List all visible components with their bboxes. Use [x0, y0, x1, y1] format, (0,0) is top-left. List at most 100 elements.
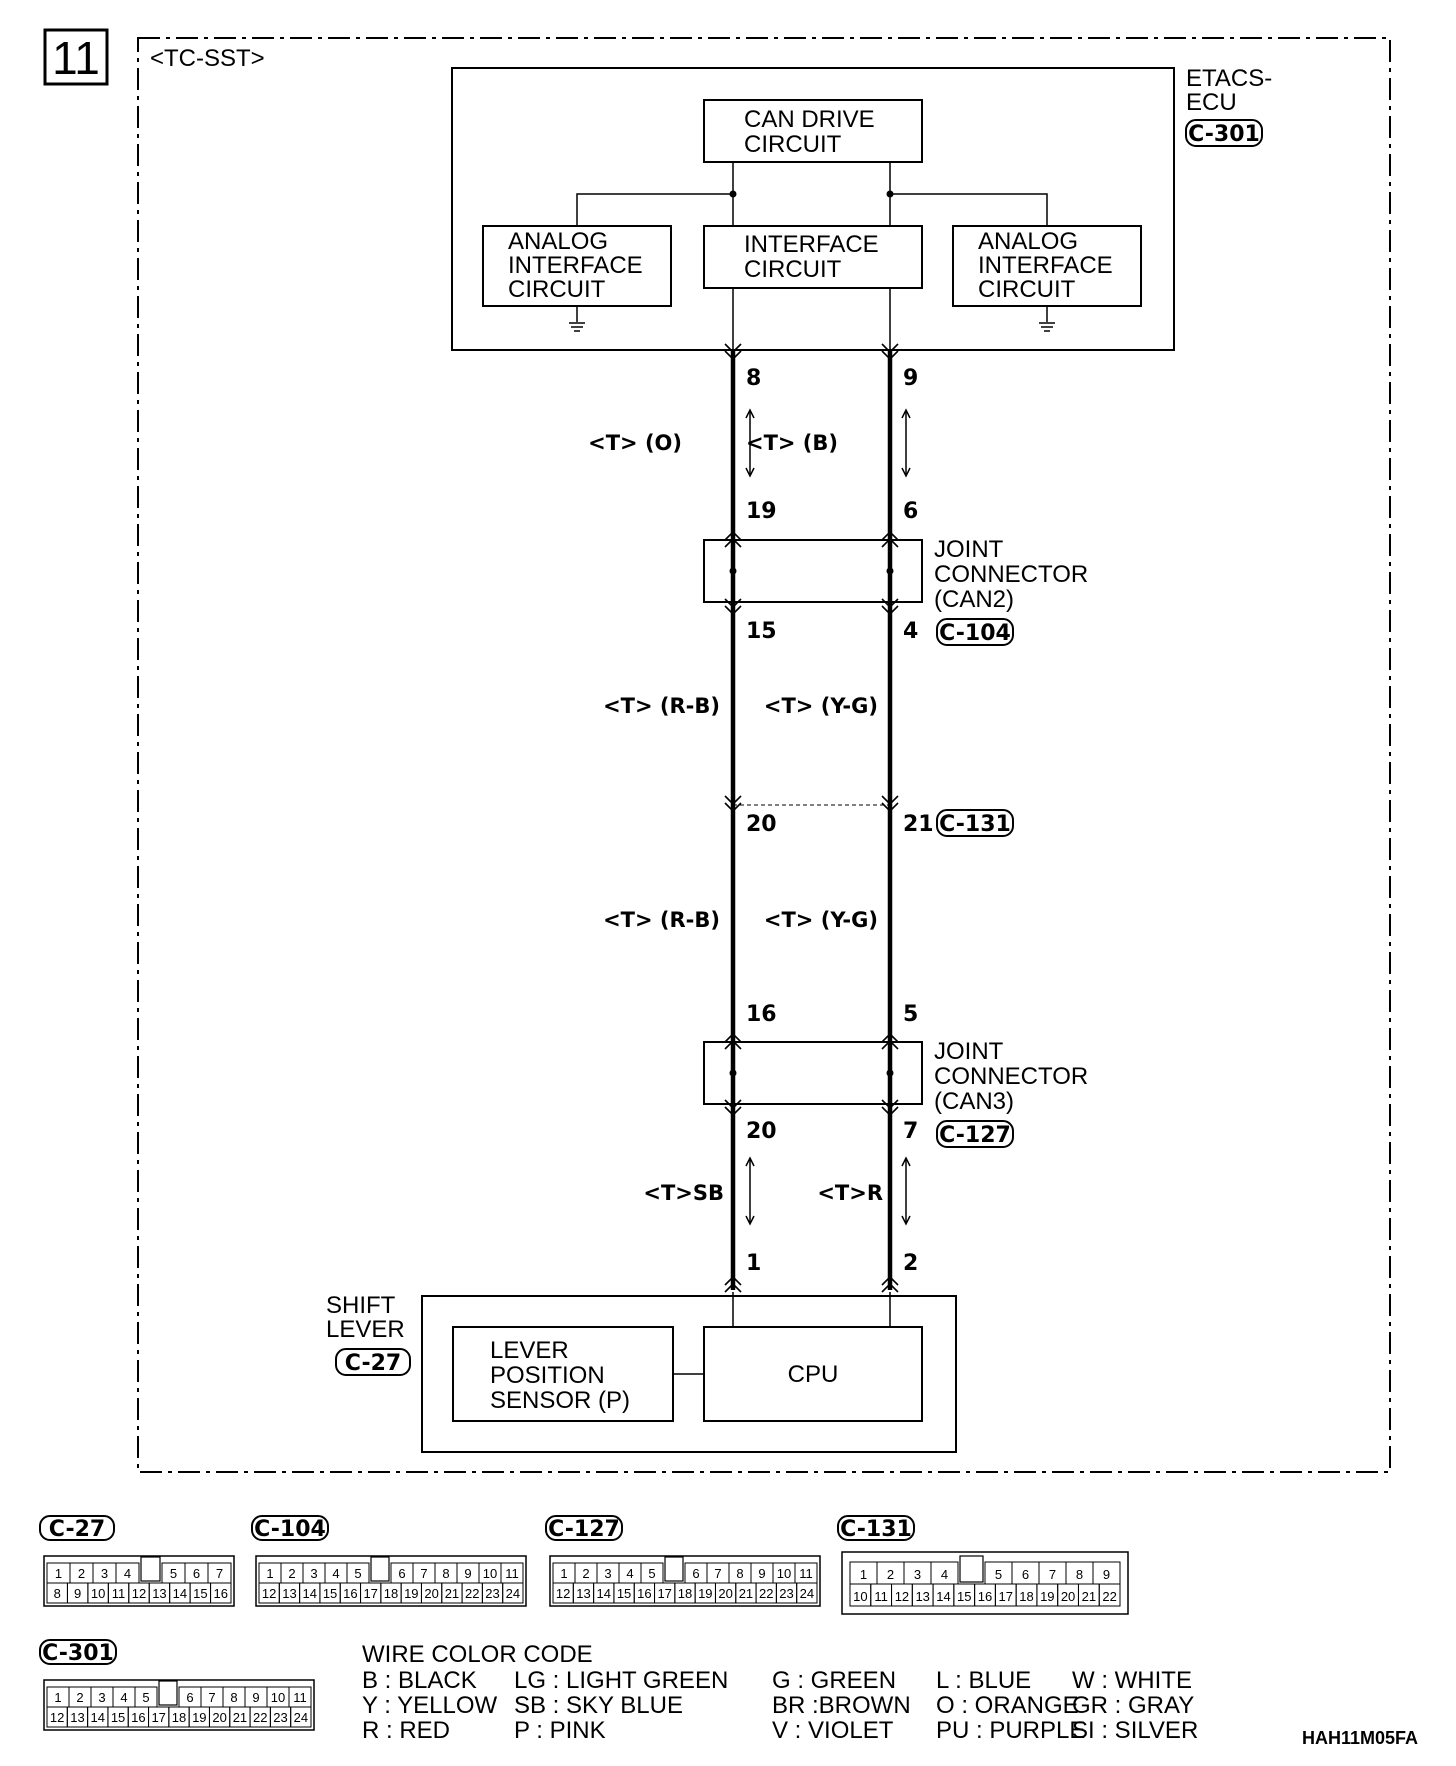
legend-entry: W : WHITE	[1072, 1667, 1192, 1694]
pin-number: 14	[936, 1589, 950, 1604]
pin-number: 6	[1022, 1567, 1029, 1582]
pin-cell	[288, 1686, 312, 1708]
pin-number: 1	[860, 1567, 867, 1582]
pin-number: 24	[294, 1710, 308, 1725]
pin-number: 15	[111, 1710, 125, 1725]
interface-circuit-box	[703, 225, 923, 289]
connector-key	[959, 1555, 984, 1583]
analog-left-label-1: ANALOG	[508, 228, 608, 255]
pin-number: 10	[777, 1566, 791, 1581]
jc3-label-2: CONNECTOR	[934, 1063, 1088, 1090]
can-drive-label-2: CIRCUIT	[744, 131, 842, 158]
pin-number: 23	[485, 1586, 499, 1601]
pin-number: 20	[212, 1710, 226, 1725]
pin-number: 6	[193, 1566, 200, 1581]
pin-number: 22	[465, 1586, 479, 1601]
etacs-ecu-box	[451, 67, 1175, 351]
pin-etacs-8: 8	[746, 366, 761, 391]
interface-label-1: INTERFACE	[744, 231, 879, 258]
pin-number: 13	[70, 1710, 84, 1725]
pin-number: 19	[192, 1710, 206, 1725]
wire-color-seg4-left: <T>SB	[643, 1181, 724, 1205]
pin-cell	[115, 1562, 140, 1584]
pin-number: 21	[445, 1586, 459, 1601]
pin-number: 8	[230, 1690, 237, 1705]
can-drive-circuit-box	[703, 99, 923, 163]
pin-number: 17	[363, 1586, 377, 1601]
pin-number: 23	[273, 1710, 287, 1725]
pin-number: 2	[288, 1566, 295, 1581]
pin-number: 3	[101, 1566, 108, 1581]
pin-number: 21	[1082, 1589, 1096, 1604]
c104-view-name: C-104	[254, 1517, 326, 1542]
pin-number: 12	[895, 1589, 909, 1604]
legend-entry: G : GREEN	[772, 1667, 896, 1694]
pin-number: 22	[253, 1710, 267, 1725]
cpu-label: CPU	[788, 1361, 839, 1388]
jc2-connector-badge	[936, 618, 1014, 646]
c131-connector: C-131	[939, 812, 1011, 837]
pin-number: 18	[1019, 1589, 1033, 1604]
pin-cell	[500, 1562, 524, 1584]
pin-c131-21: 21	[903, 812, 934, 837]
pin-number: 5	[354, 1566, 361, 1581]
pin-number: 2	[582, 1566, 589, 1581]
legend-entry: V : VIOLET	[772, 1717, 894, 1744]
pin-number: 24	[800, 1586, 814, 1601]
connector-key	[370, 1556, 390, 1582]
pin-number: 11	[799, 1566, 813, 1581]
etacs-connector-badge	[1185, 119, 1263, 147]
pin-number: 20	[424, 1586, 438, 1601]
pin-number: 7	[714, 1566, 721, 1581]
pin-etacs-9: 9	[903, 366, 918, 391]
pin-number: 21	[739, 1586, 753, 1601]
pin-number: 5	[142, 1690, 149, 1705]
pin-number: 8	[1076, 1567, 1083, 1582]
pin-number: 20	[718, 1586, 732, 1601]
pin-shift-1: 1	[746, 1251, 761, 1276]
pin-number: 10	[271, 1690, 285, 1705]
ground-icon	[569, 322, 585, 332]
shift-lever-connector-badge	[335, 1348, 411, 1376]
pin-number: 24	[506, 1586, 520, 1601]
c27-view-name: C-27	[49, 1517, 105, 1542]
wire-color-seg3-left: <T> (R-B)	[603, 908, 720, 932]
twisted-pair-arrows	[745, 408, 911, 1226]
c301-face	[43, 1679, 315, 1731]
pin-number: 12	[132, 1586, 146, 1601]
pin-number: 7	[420, 1566, 427, 1581]
c127-view-name: C-127	[548, 1517, 620, 1542]
pin-number: 20	[1061, 1589, 1075, 1604]
pin-cell	[930, 1561, 959, 1585]
connector-key	[664, 1556, 684, 1582]
jc2-connector: C-104	[939, 621, 1011, 646]
wire-color-seg3-right: <T> (Y-G)	[764, 908, 878, 932]
wire-color-seg1-left: <T> (O)	[588, 431, 682, 455]
pin-cell	[1092, 1561, 1121, 1585]
c127-face	[549, 1555, 821, 1607]
wire-color-seg1-right: <T> (B)	[746, 431, 838, 455]
shift-lever-title-1: SHIFT	[326, 1292, 396, 1319]
pin-number: 14	[173, 1586, 187, 1601]
c131-view-badge	[837, 1515, 915, 1541]
pin-number: 18	[678, 1586, 692, 1601]
pin-jc3-7: 7	[903, 1119, 918, 1144]
pin-jc2-6: 6	[903, 499, 918, 524]
pin-number: 11	[874, 1589, 888, 1604]
pin-number: 4	[941, 1567, 948, 1582]
pin-number: 2	[887, 1567, 894, 1582]
figure-code: HAH11M05FA	[1302, 1728, 1418, 1748]
pin-cell	[134, 1686, 158, 1708]
analog-left-label-2: INTERFACE	[508, 252, 643, 279]
wire-color-seg4-right: <T>R	[817, 1181, 883, 1205]
pin-number: 4	[332, 1566, 339, 1581]
pin-number: 9	[464, 1566, 471, 1581]
legend-entry: O : ORANGE	[936, 1692, 1079, 1719]
pin-number: 1	[54, 1690, 61, 1705]
pin-number: 10	[853, 1589, 867, 1604]
etacs-title-2: ECU	[1186, 89, 1237, 116]
pin-number: 18	[172, 1710, 186, 1725]
